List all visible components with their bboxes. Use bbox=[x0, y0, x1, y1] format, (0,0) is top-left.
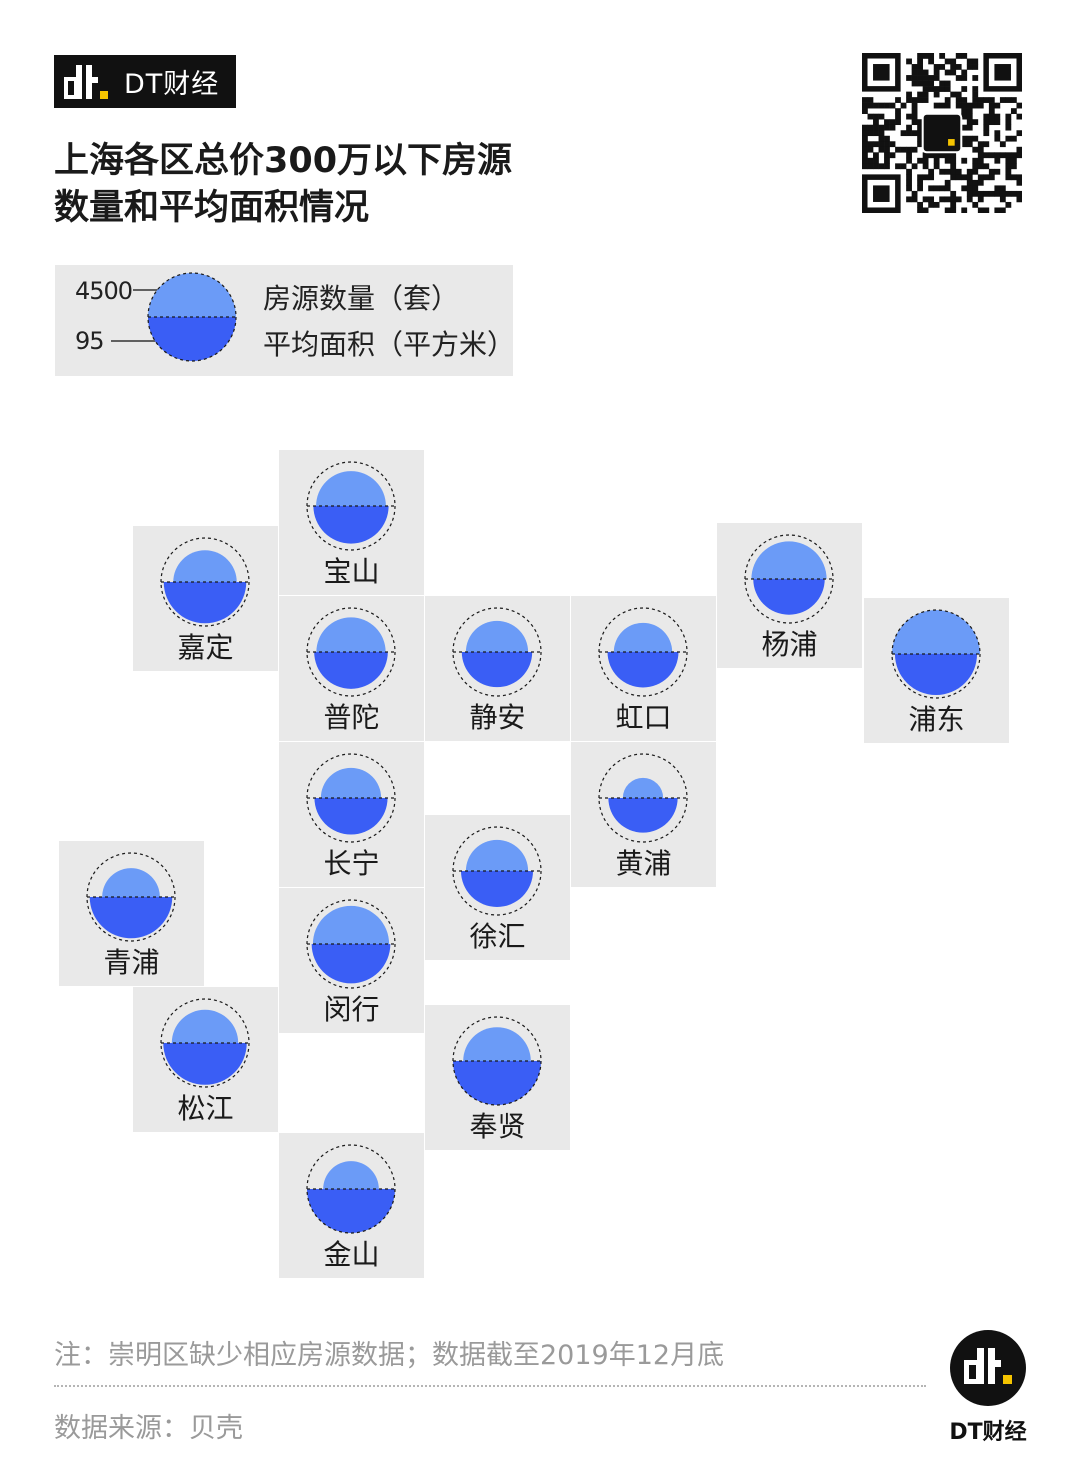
count-half-circle bbox=[622, 777, 664, 798]
district-glyph bbox=[306, 753, 396, 843]
district-label: 杨浦 bbox=[761, 628, 818, 661]
district-tile: 长宁 bbox=[279, 742, 424, 887]
district-glyph bbox=[306, 899, 396, 989]
area-half-circle bbox=[313, 506, 389, 544]
area-half-circle bbox=[608, 798, 678, 833]
district-label: 静安 bbox=[469, 701, 526, 734]
district-label: 虹口 bbox=[615, 701, 672, 734]
chart-title-line2: 数量和平均面积情况 bbox=[54, 188, 370, 228]
area-half-circle bbox=[163, 582, 247, 624]
district-label: 长宁 bbox=[323, 847, 380, 880]
district-tile: 宝山 bbox=[279, 450, 424, 595]
district-tile: 杨浦 bbox=[717, 523, 862, 668]
district-glyph bbox=[744, 534, 834, 624]
district-glyph bbox=[452, 607, 542, 697]
district-label: 宝山 bbox=[323, 555, 380, 588]
district-tile: 青浦 bbox=[59, 841, 204, 986]
area-half-circle bbox=[607, 652, 679, 688]
district-label: 浦东 bbox=[908, 703, 965, 736]
district-label: 金山 bbox=[323, 1238, 380, 1271]
district-label: 奉贤 bbox=[469, 1110, 526, 1143]
dt-corner-logo-icon bbox=[950, 1330, 1026, 1406]
district-tile: 金山 bbox=[279, 1133, 424, 1278]
district-tile: 虹口 bbox=[571, 596, 716, 741]
district-tile: 普陀 bbox=[279, 596, 424, 741]
area-half-circle bbox=[314, 652, 388, 689]
area-half-circle bbox=[460, 871, 534, 908]
count-half-circle bbox=[463, 1027, 531, 1061]
chart-title: 上海各区总价300万以下房源 数量和平均面积情况 bbox=[54, 138, 512, 232]
district-tile: 徐汇 bbox=[425, 815, 570, 960]
district-label: 青浦 bbox=[103, 946, 160, 979]
area-half-circle bbox=[453, 1061, 541, 1105]
count-half-circle bbox=[892, 610, 980, 654]
qr-code-icon bbox=[862, 53, 1022, 213]
area-half-circle bbox=[311, 944, 391, 984]
area-half-circle bbox=[753, 579, 825, 615]
legend-area-label: 平均面积（平方米） bbox=[263, 328, 516, 361]
area-half-circle bbox=[894, 654, 978, 696]
area-half-circle bbox=[461, 652, 533, 688]
district-tile: 松江 bbox=[133, 987, 278, 1132]
count-half-circle bbox=[173, 550, 237, 582]
footer-brand-name: DT财经 bbox=[949, 1420, 1027, 1445]
footnote: 注：崇明区缺少相应房源数据；数据截至2019年12月底 bbox=[54, 1340, 725, 1371]
area-half-circle bbox=[163, 1043, 247, 1085]
district-label: 徐汇 bbox=[469, 920, 526, 953]
count-half-circle bbox=[323, 1161, 379, 1189]
count-half-circle bbox=[312, 905, 390, 944]
district-glyph bbox=[598, 753, 688, 843]
divider bbox=[54, 1385, 926, 1387]
legend-count-label: 房源数量（套） bbox=[263, 282, 460, 315]
district-label: 嘉定 bbox=[177, 631, 234, 664]
district-label: 松江 bbox=[177, 1092, 234, 1125]
count-half-circle bbox=[320, 767, 382, 798]
district-tile: 嘉定 bbox=[133, 526, 278, 671]
district-glyph bbox=[452, 1016, 542, 1106]
district-tile: 静安 bbox=[425, 596, 570, 741]
district-tile: 黄浦 bbox=[571, 742, 716, 887]
legend-circle bbox=[111, 272, 237, 362]
district-tile: 浦东 bbox=[864, 598, 1009, 743]
district-glyph bbox=[160, 537, 250, 627]
area-half-circle bbox=[314, 798, 388, 835]
count-half-circle bbox=[316, 617, 386, 652]
district-label: 黄浦 bbox=[615, 847, 672, 880]
legend-area-value: 95 bbox=[75, 327, 105, 355]
district-tile: 闵行 bbox=[279, 888, 424, 1033]
count-half-circle bbox=[316, 471, 386, 506]
dt-logo-icon bbox=[64, 64, 108, 99]
district-glyph bbox=[160, 998, 250, 1088]
district-glyph bbox=[306, 1144, 396, 1234]
count-half-circle bbox=[102, 868, 160, 897]
area-half-circle bbox=[307, 1189, 395, 1233]
count-half-circle bbox=[751, 541, 827, 579]
count-half-circle bbox=[465, 839, 529, 871]
chart-title-line1: 上海各区总价300万以下房源 bbox=[54, 141, 513, 181]
district-glyph bbox=[891, 609, 981, 699]
district-label: 闵行 bbox=[323, 993, 380, 1026]
district-glyph bbox=[598, 607, 688, 697]
count-half-circle bbox=[171, 1009, 239, 1043]
brand-badge: DT财经 bbox=[54, 55, 236, 108]
area-half-circle bbox=[89, 897, 173, 939]
brand-name: DT财经 bbox=[124, 69, 220, 100]
district-glyph bbox=[86, 852, 176, 942]
count-half-circle bbox=[465, 620, 529, 652]
district-glyph bbox=[306, 607, 396, 697]
district-label: 普陀 bbox=[323, 701, 380, 734]
district-tile: 奉贤 bbox=[425, 1005, 570, 1150]
legend: 4500 95 房源数量（套） 平均面积（平方米） bbox=[55, 265, 516, 376]
legend-count-value: 4500 bbox=[75, 277, 133, 305]
district-glyph bbox=[452, 826, 542, 916]
district-glyph bbox=[306, 461, 396, 551]
data-source: 数据来源：贝壳 bbox=[54, 1413, 243, 1444]
count-half-circle bbox=[613, 622, 673, 652]
